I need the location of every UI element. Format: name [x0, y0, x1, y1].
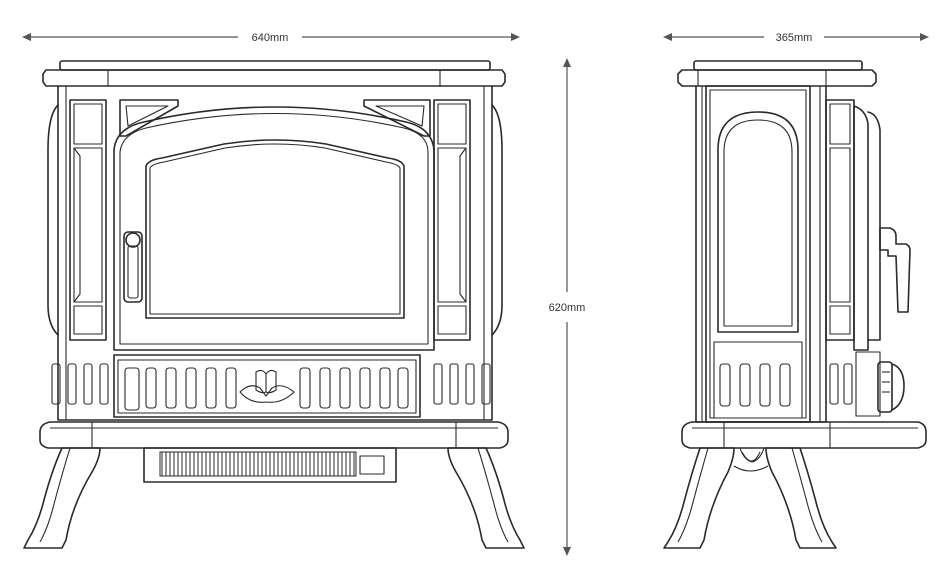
- door-handle: [123, 231, 143, 303]
- width-label: 640mm: [252, 32, 289, 44]
- front-side-slots: [51, 363, 491, 405]
- width-dimension: 640mm: [22, 32, 520, 44]
- front-door: [113, 106, 435, 351]
- side-door-edge: [853, 105, 881, 417]
- side-drawer-knob-icon: [877, 361, 905, 413]
- front-right-pilaster: [433, 99, 503, 341]
- heater-grille: [143, 447, 397, 483]
- front-corner-vents: [119, 99, 431, 137]
- crest-emblem-icon: [239, 369, 295, 403]
- front-legs: [23, 447, 525, 549]
- height-label: 620mm: [549, 302, 586, 314]
- depth-label: 365mm: [776, 32, 813, 44]
- depth-dimension: 365mm: [663, 32, 929, 44]
- side-panel: [705, 85, 811, 423]
- side-door-handle-icon: [879, 227, 911, 313]
- front-lower-panel: [113, 354, 421, 418]
- side-legs: [663, 447, 837, 549]
- side-front-pilaster: [825, 99, 855, 405]
- front-base: [39, 421, 509, 449]
- side-panel-slots: [719, 363, 791, 407]
- side-view-stove: [663, 60, 927, 549]
- lower-panel-slots: [124, 367, 409, 411]
- front-view-stove: [23, 60, 525, 549]
- front-left-pilaster: [47, 99, 107, 341]
- height-dimension: 620mm: [549, 58, 586, 556]
- side-base: [681, 421, 927, 449]
- front-top-plate: [42, 60, 506, 87]
- side-top-plate: [677, 60, 877, 87]
